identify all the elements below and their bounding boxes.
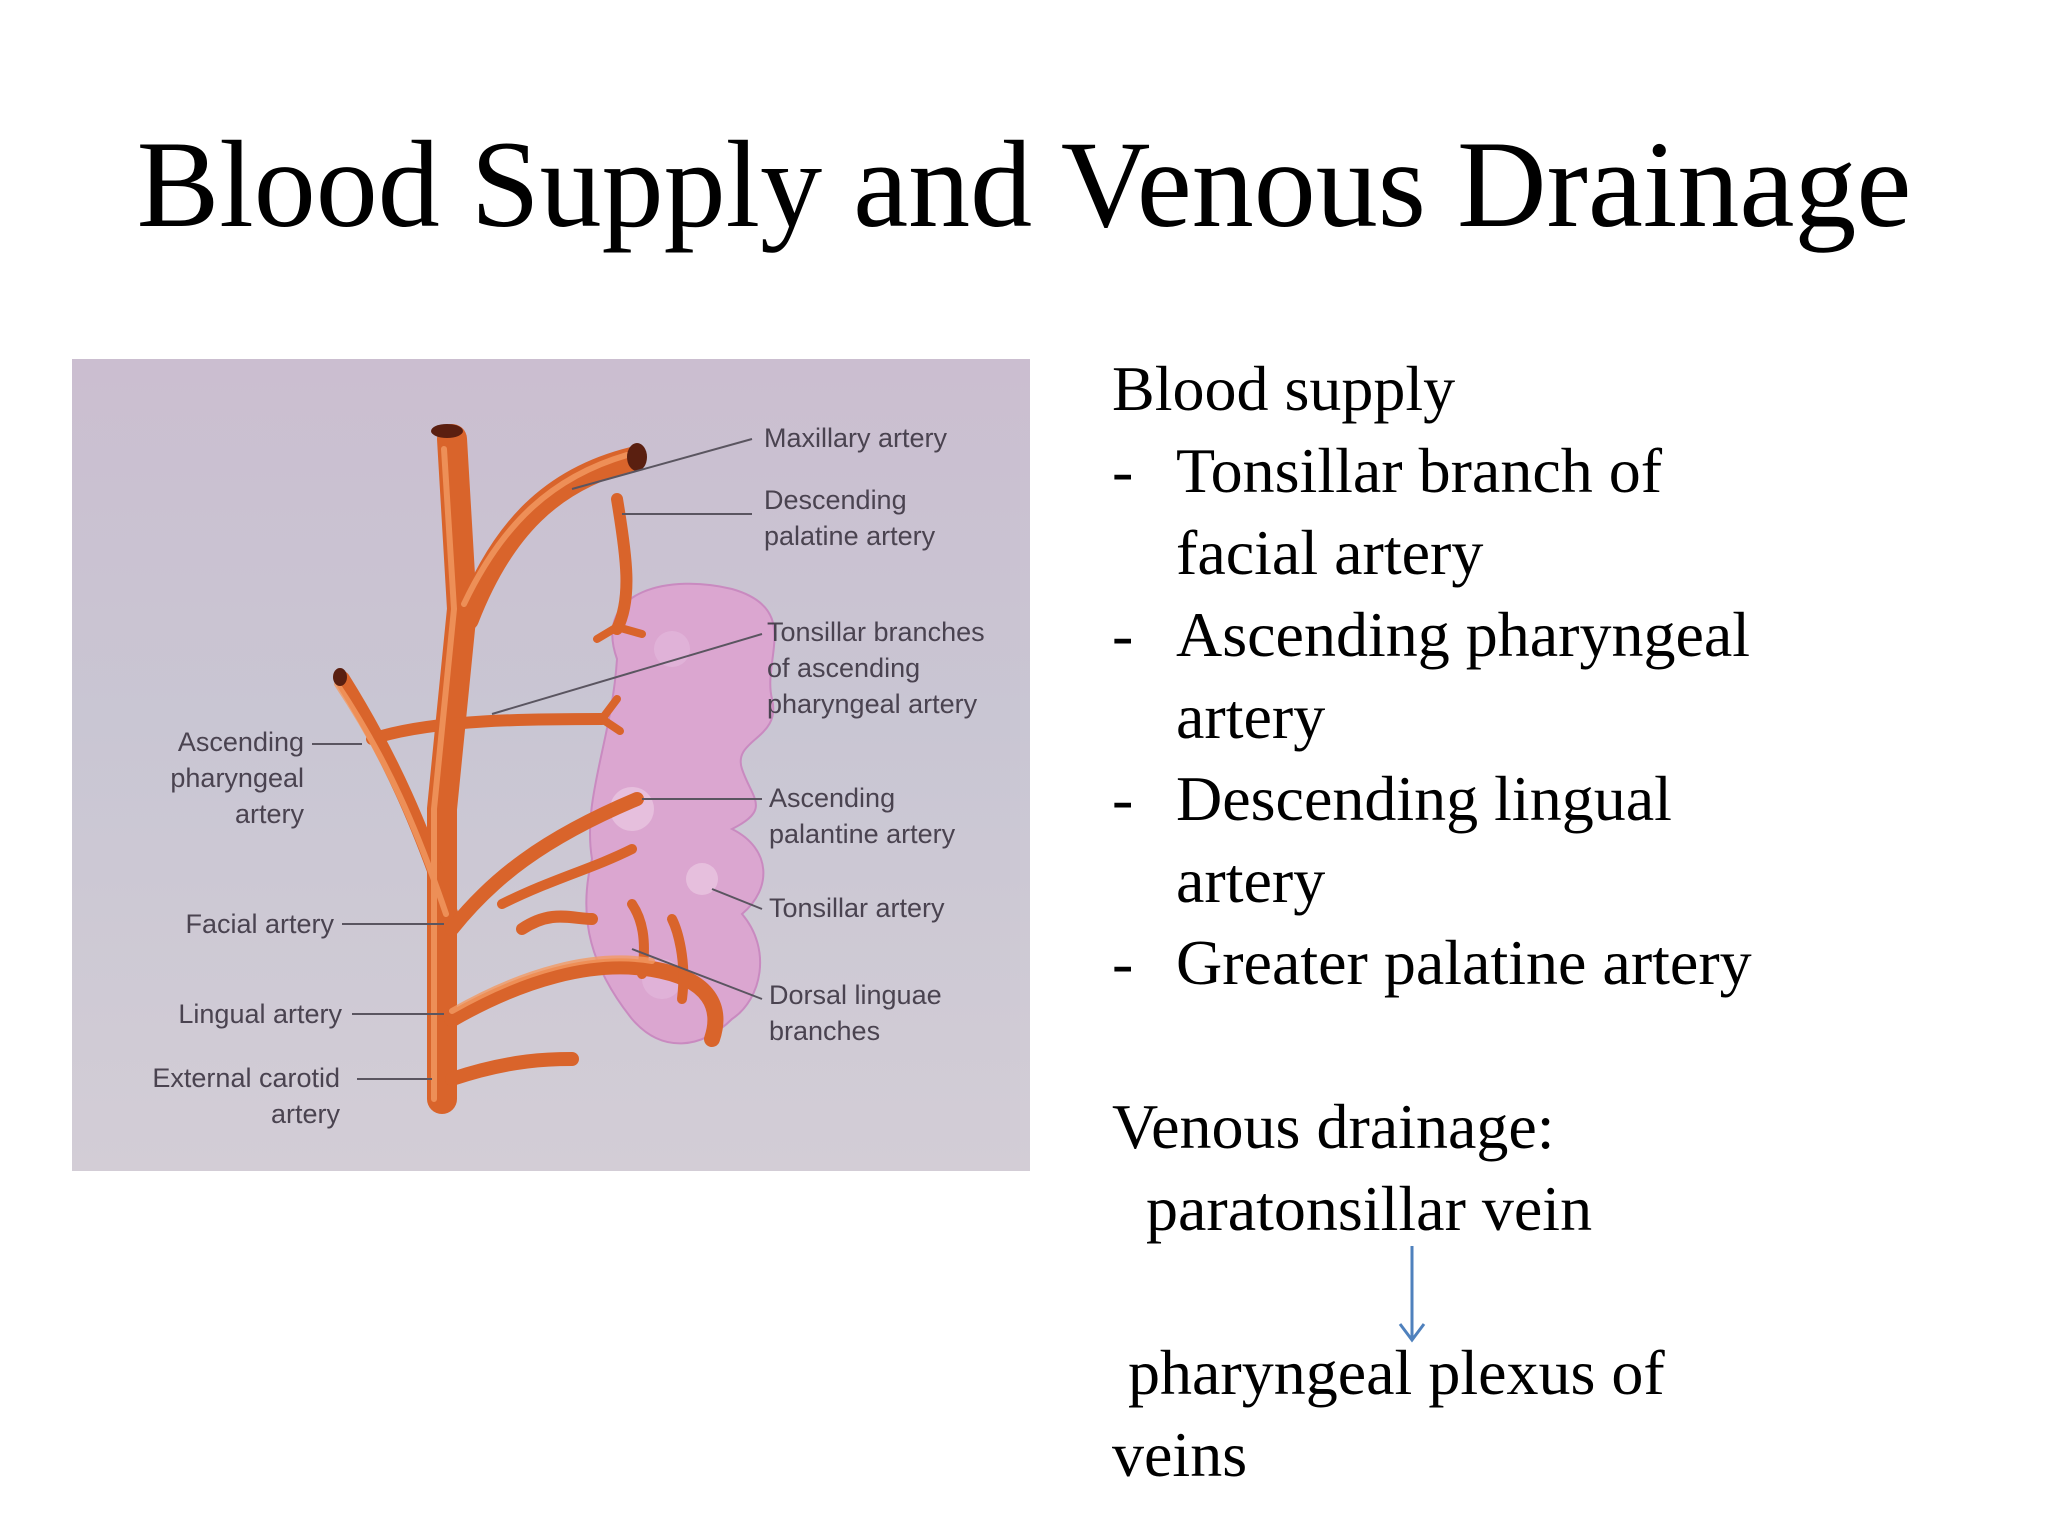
bullet-item: -Greater palatine artery xyxy=(1112,922,1972,1004)
blood-supply-heading: Blood supply xyxy=(1112,353,1456,424)
label-tonsillar-branches-1: Tonsillar branches xyxy=(767,617,985,647)
slide-title: Blood Supply and Venous Drainage xyxy=(136,116,1912,253)
label-tonsillar-artery: Tonsillar artery xyxy=(769,893,945,923)
venous-target-line-2: veins xyxy=(1112,1419,1248,1490)
bullet-continuation: artery xyxy=(1176,845,1326,916)
venous-drainage-heading: Venous drainage: xyxy=(1112,1091,1555,1162)
label-ascending-pharyngeal-3: artery xyxy=(235,799,305,829)
slide-text-block: Blood supply -Tonsillar branch of facial… xyxy=(1112,348,1972,1496)
bullet-marker: - xyxy=(1112,763,1134,834)
down-arrow-icon xyxy=(1392,1244,1432,1344)
bullet-text: Ascending pharyngeal xyxy=(1176,599,1751,670)
bullet-marker: - xyxy=(1112,599,1134,670)
label-ascending-palatine-2: palantine artery xyxy=(769,819,956,849)
bullet-item: -Ascending pharyngeal xyxy=(1112,594,1972,676)
spacer xyxy=(1112,1004,1972,1086)
venous-target-line-1: pharyngeal plexus of xyxy=(1128,1337,1665,1408)
label-dorsal-linguae-1: Dorsal linguae xyxy=(769,980,942,1010)
label-descending-palatine-2: palatine artery xyxy=(764,521,936,551)
bullet-text: Descending lingual xyxy=(1176,763,1672,834)
label-tonsillar-branches-2: of ascending xyxy=(767,653,920,683)
bullet-continuation: facial artery xyxy=(1176,517,1484,588)
label-facial-artery: Facial artery xyxy=(185,909,334,939)
bullet-text: Greater palatine artery xyxy=(1176,927,1752,998)
label-lingual-artery: Lingual artery xyxy=(178,999,342,1029)
bullet-item: -Tonsillar branch of xyxy=(1112,430,1972,512)
label-external-carotid-2: artery xyxy=(271,1099,341,1129)
label-ascending-pharyngeal-2: pharyngeal xyxy=(170,763,304,793)
bullet-continuation: artery xyxy=(1176,681,1326,752)
bullet-marker: - xyxy=(1112,927,1134,998)
label-maxillary-artery: Maxillary artery xyxy=(764,423,948,453)
tonsil-shape xyxy=(585,582,776,1045)
label-external-carotid-1: External carotid xyxy=(152,1063,340,1093)
bullet-text: Tonsillar branch of xyxy=(1176,435,1663,506)
label-dorsal-linguae-2: branches xyxy=(769,1016,880,1046)
label-tonsillar-branches-3: pharyngeal artery xyxy=(767,689,978,719)
label-ascending-palatine-1: Ascending xyxy=(769,783,895,813)
bullet-item: -Descending lingual xyxy=(1112,758,1972,840)
artery-illustration: Maxillary artery Descending palatine art… xyxy=(152,423,985,1129)
label-ascending-pharyngeal-1: Ascending xyxy=(178,727,304,757)
arrow-spacer xyxy=(1112,1250,1972,1332)
bullet-marker: - xyxy=(1112,435,1134,506)
label-descending-palatine-1: Descending xyxy=(764,485,907,515)
tonsil-blood-supply-diagram: Maxillary artery Descending palatine art… xyxy=(72,359,1030,1171)
venous-source: paratonsillar vein xyxy=(1146,1173,1593,1244)
